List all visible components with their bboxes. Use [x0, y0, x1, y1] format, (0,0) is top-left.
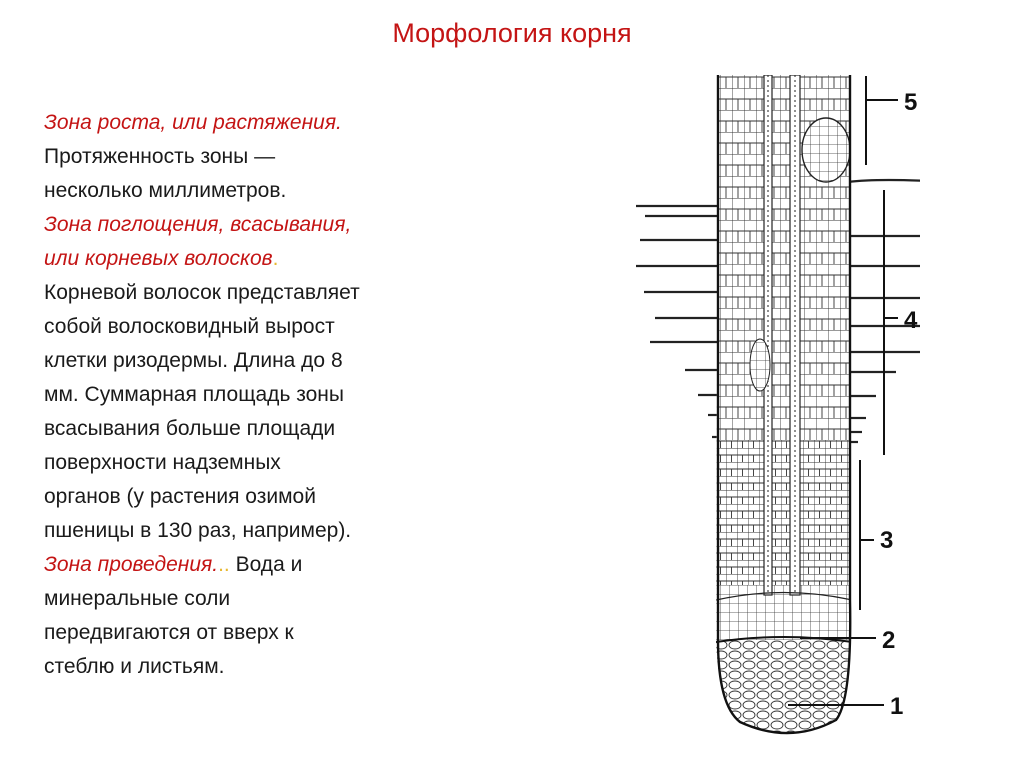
- absorption-text-4: мм. Суммарная площадь зоны: [44, 383, 344, 406]
- conduction-zone-text-start: Вода и: [229, 553, 303, 576]
- root-hairs-left: [636, 204, 719, 439]
- slide-title: Морфология корня: [392, 18, 632, 48]
- absorption-text-3: клетки ризодермы. Длина до 8: [44, 349, 343, 372]
- growth-zone-text-1: Протяженность зоны —: [44, 145, 276, 168]
- absorption-zone-heading-1: Зона поглощения, всасывания,: [44, 213, 352, 236]
- root-hairs-right: [847, 178, 920, 444]
- text-block: Зона роста, или растяжения. Протяженност…: [44, 106, 484, 684]
- absorption-text-8: пшеницы в 130 раз, например).: [44, 519, 352, 542]
- absorption-text-2: собой волосковидный вырост: [44, 315, 335, 338]
- zone-label-3: 3: [880, 527, 893, 554]
- conduction-text-2: передвигаются от вверх к: [44, 621, 294, 644]
- conduction-zone-heading: Зона проведения.: [44, 553, 219, 576]
- growth-zone-text-2: несколько миллиметров.: [44, 179, 287, 202]
- absorption-zone-heading-2-line: или корневых волосков.: [44, 242, 484, 276]
- zone-label-5: 5: [904, 89, 917, 116]
- root-diagram: 5 4 3 2 1: [636, 75, 920, 735]
- zone-label-4: 4: [904, 307, 918, 334]
- zone-brackets: [788, 76, 898, 706]
- conduction-zone-dots: ..: [218, 553, 230, 576]
- zone-label-1: 1: [890, 693, 903, 720]
- absorption-text-1: Корневой волосок представляет: [44, 281, 360, 304]
- growth-zone-heading: Зона роста, или растяжения.: [44, 111, 342, 134]
- absorption-zone-dot: .: [272, 247, 279, 270]
- conduction-text-3: стеблю и листьям.: [44, 655, 225, 678]
- zone-label-2: 2: [882, 627, 895, 654]
- absorption-text-7: органов (у растения озимой: [44, 485, 316, 508]
- conduction-text-1: минеральные соли: [44, 587, 231, 610]
- absorption-text-6: поверхности надземных: [44, 451, 281, 474]
- absorption-zone-heading-2: или корневых волосков: [44, 247, 273, 270]
- root-body: [716, 75, 851, 734]
- absorption-text-5: всасывания больше площади: [44, 417, 336, 440]
- conduction-zone-line: Зона проведения... Вода и: [44, 548, 484, 582]
